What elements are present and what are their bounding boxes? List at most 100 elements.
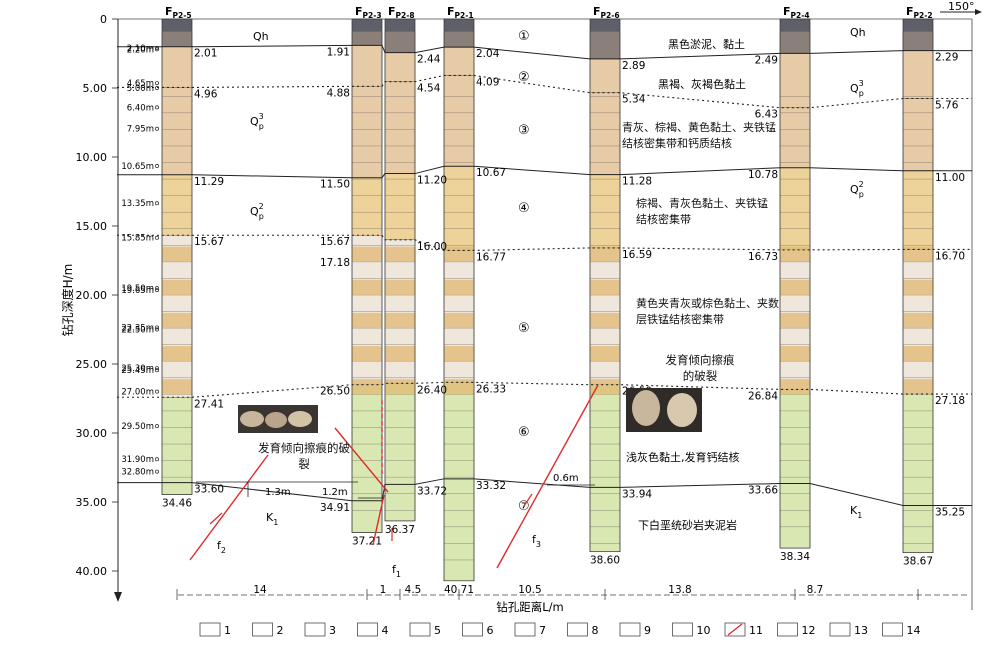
borehole-id: F — [447, 5, 455, 18]
legend-swatch — [304, 622, 326, 637]
borehole-column — [443, 18, 475, 582]
mn-band — [903, 246, 933, 262]
legend-number: 11 — [749, 624, 763, 637]
sample-marker — [155, 201, 159, 206]
fill-layer — [903, 19, 933, 32]
borehole-bottom-label: 34.46 — [162, 498, 192, 510]
legend-item: 7 — [514, 622, 546, 637]
legend-number: 14 — [907, 624, 921, 637]
distance-label: 4.5 — [405, 584, 422, 596]
layer-7-num: ⑦ — [518, 499, 530, 514]
legend-item: 9 — [619, 622, 651, 637]
fill-layer — [444, 19, 474, 32]
depth-label: 4.54 — [417, 83, 441, 95]
legend-number: 12 — [802, 624, 816, 637]
depth-label: 35.25 — [935, 506, 965, 518]
y-tick-label: 25.00 — [76, 358, 108, 371]
direction-label: 150° — [948, 0, 975, 13]
fault-f3-sub: 3 — [536, 540, 541, 549]
borehole-label: FP2-2 — [906, 5, 933, 20]
column-segment — [779, 389, 811, 484]
legend-number: 8 — [592, 624, 599, 637]
column-segment — [384, 81, 416, 174]
distance-label: 13.8 — [668, 584, 691, 596]
depth-label: 2.01 — [194, 48, 217, 60]
qp2-main: Q — [850, 183, 859, 196]
depth-label: 2.04 — [476, 48, 500, 60]
mn-band — [780, 279, 810, 295]
borehole-id: F — [593, 5, 601, 18]
depth-label: 33.72 — [417, 485, 447, 497]
qh-label-right: Qh — [850, 26, 866, 39]
layer-2-num: ② — [518, 70, 530, 85]
depth-label: 10.67 — [476, 167, 506, 179]
legend-swatch — [252, 622, 273, 637]
depth-label: 15.67 — [194, 236, 224, 248]
fill-layer — [590, 19, 620, 32]
depth-label: 5.76 — [935, 99, 959, 111]
fault-f1-upper-line — [334, 427, 389, 493]
sample-marker — [155, 126, 159, 131]
k1-sub: 1 — [857, 511, 862, 520]
y-tick-label: 20.00 — [76, 289, 108, 302]
bedrock-segment — [161, 482, 193, 495]
column-segment — [384, 52, 416, 82]
sample-marker — [155, 327, 159, 332]
legend-number: 1 — [224, 624, 231, 637]
distance-label: 1 — [380, 584, 387, 596]
column-outline — [351, 18, 383, 533]
column-segment — [589, 58, 621, 93]
layer-6-num: ⑥ — [518, 425, 530, 440]
qp2-main: Q — [250, 205, 259, 218]
sample-depth-label: 19.50m — [121, 284, 154, 294]
column-segment — [351, 177, 383, 236]
depth-label: 4.09 — [476, 76, 499, 88]
borehole-label: FP2-8 — [388, 5, 415, 20]
solid-contact-line — [117, 165, 972, 179]
borehole-labels: FP2-534.46FP2-337.21FP2-836.37FP2-140.71… — [162, 5, 933, 596]
layer-4-desc: 棕褐、青灰色黏土、夹铁锰结核密集带 — [636, 197, 768, 226]
legend-item: 8 — [567, 622, 599, 637]
sample-depth-label: 13.35m — [121, 199, 154, 209]
borehole-column — [351, 18, 383, 533]
sample-depth-label: 2.20m — [127, 45, 154, 55]
legend-item: 13 — [829, 622, 868, 637]
borehole-id: F — [906, 5, 914, 18]
borehole-bottom-label: 38.34 — [780, 551, 810, 563]
column-segment — [902, 98, 934, 171]
layer-4-num: ④ — [518, 201, 530, 216]
fault-f3-label: f3 — [532, 533, 541, 549]
depth-label: 33.60 — [194, 484, 224, 496]
borehole-id: F — [355, 5, 363, 18]
frame — [114, 18, 973, 610]
borehole-sub: P2-5 — [173, 11, 192, 20]
legend-swatch — [567, 622, 588, 637]
y-tick-label: 35.00 — [76, 496, 108, 509]
sample-marker — [155, 288, 159, 293]
layer-5-num: ⑤ — [518, 321, 530, 336]
legend-number: 5 — [434, 624, 441, 637]
column-segment — [902, 50, 934, 99]
mn-band — [162, 346, 192, 362]
layer-1-desc: 黑色淤泥、黏土 — [668, 37, 745, 51]
sample-markers: 2.10m2.20m4.65m5.00m6.40m7.95m10.65m13.3… — [121, 44, 159, 478]
depth-label: 26.40 — [417, 384, 447, 396]
column-segment — [161, 46, 193, 88]
k1-label-left: K1 — [266, 511, 278, 527]
sample-depth-label: 19.65m — [121, 286, 154, 296]
sample-marker — [155, 469, 159, 474]
mn-band — [903, 312, 933, 329]
borehole-sub: P2-8 — [396, 11, 415, 20]
mn-band — [162, 379, 192, 395]
legend-swatch — [199, 622, 221, 637]
legend-swatch — [357, 622, 378, 637]
y-tick-label: 10.00 — [76, 151, 108, 164]
sample-depth-label: 7.95m — [127, 125, 154, 135]
sample-marker — [155, 235, 159, 240]
